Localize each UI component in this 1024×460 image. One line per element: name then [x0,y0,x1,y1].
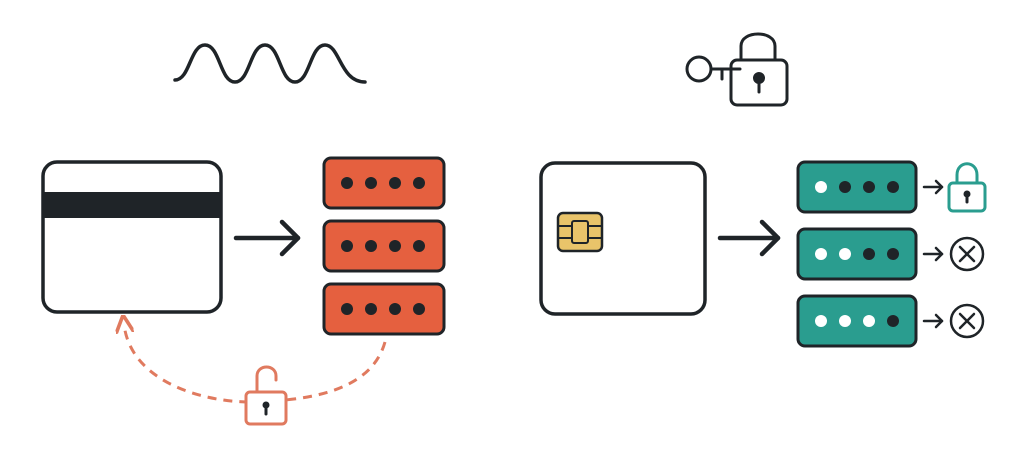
code-dot-dark [863,181,875,193]
code-dot-light [839,248,851,260]
code-block [796,227,918,281]
code-dot-light [815,248,827,260]
code-dot-dark [365,303,377,315]
code-dot-dark [413,177,425,189]
code-dot-dark [341,177,353,189]
code-block-stack [796,160,987,348]
code-dot-dark [365,177,377,189]
code-dot-light [815,181,827,193]
key-and-padlock-icon [685,32,789,107]
code-block [322,156,446,210]
code-dot-dark [389,303,401,315]
code-dot-light [815,315,827,327]
magnetic-stripe-card [41,160,223,314]
code-dot-dark [887,315,899,327]
code-block [796,160,918,214]
small-arrow [922,179,944,195]
code-dot-dark [839,181,851,193]
replay-dashed-arrow [124,324,387,404]
code-dot-dark [413,240,425,252]
rejected-x-icon [949,303,985,339]
code-dot-dark [887,181,899,193]
code-block [322,282,446,336]
arrow-right [717,219,781,257]
chip-card [539,161,707,316]
code-dot-dark [365,240,377,252]
code-dot-dark [389,240,401,252]
arrow-right [233,219,301,257]
left-panel [41,43,446,426]
right-panel [539,32,987,348]
locked-padlock-icon [947,162,987,213]
code-dot-dark [863,248,875,260]
code-block-stack [322,156,446,336]
code-dot-light [863,315,875,327]
code-dot-dark [413,303,425,315]
code-dot-dark [389,177,401,189]
code-block [322,219,446,273]
unlocked-padlock-icon [244,365,288,426]
code-block [796,294,918,348]
rejected-x-icon [949,236,985,272]
sine-wave-icon [173,43,367,84]
small-arrow [922,313,944,329]
chip-icon [556,211,604,253]
code-dot-dark [341,240,353,252]
code-dot-dark [341,303,353,315]
magnetic-stripe [44,192,220,218]
code-dot-dark [887,248,899,260]
small-arrow [922,246,944,262]
code-dot-light [839,315,851,327]
